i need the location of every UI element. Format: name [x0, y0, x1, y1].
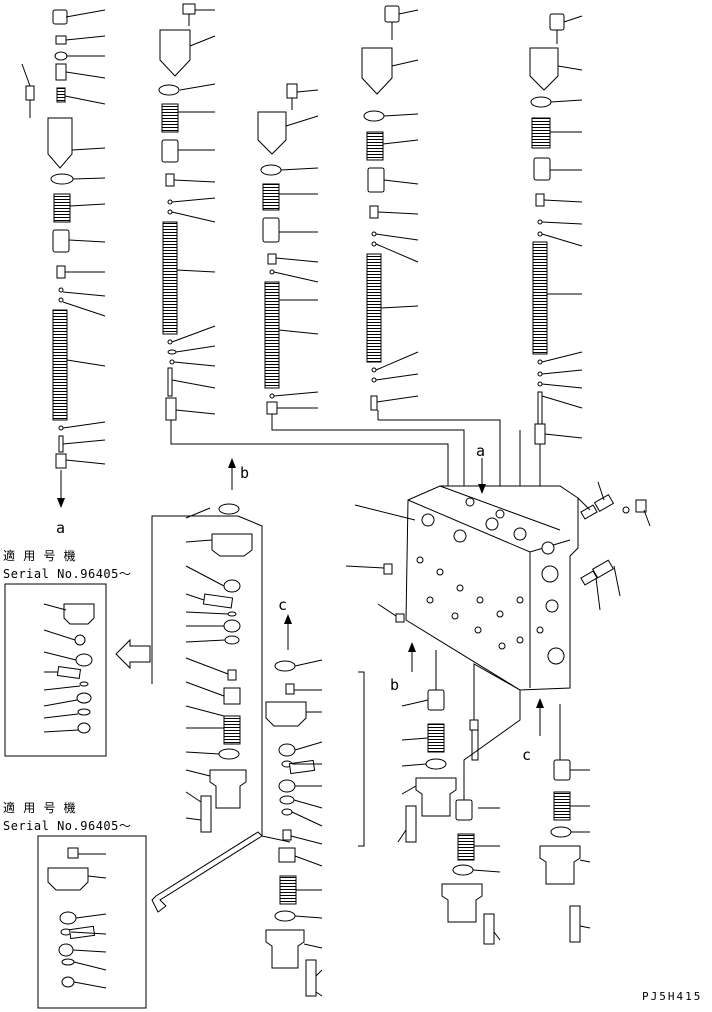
spool-stack-1: [21, 9, 106, 508]
label-texts: a a b b c c 適 用 号 機 Serial No.96405～ 適 用…: [3, 442, 702, 1003]
applicable-serial-1: Serial No.96405～: [3, 567, 131, 581]
callout-c-upper: c: [278, 596, 287, 614]
drawing-code: PJ5H415: [642, 990, 702, 1003]
valve-body: [345, 481, 651, 691]
spool-stack-2: [158, 3, 216, 421]
callout-b-upper: b: [240, 464, 249, 482]
spool-stack-5: [529, 13, 583, 445]
callout-arrows: [115, 458, 544, 913]
callout-a-top: a: [476, 442, 485, 460]
applicable-serial-2: Serial No.96405～: [3, 819, 131, 833]
applicable-box-b: [37, 835, 147, 1009]
applicable-title-1: 適 用 号 機: [3, 548, 76, 563]
c-assembly: [261, 659, 365, 997]
callout-a-box: a: [56, 519, 65, 537]
callout-b-lower: b: [390, 676, 399, 694]
spool-stack-4: [361, 5, 419, 411]
right-lower-assemblies: [397, 650, 591, 945]
applicable-title-2: 適 用 号 機: [3, 800, 76, 815]
callout-c-lower: c: [522, 746, 531, 764]
b-assembly: [151, 503, 263, 836]
spool-stack-3: [257, 83, 319, 415]
applicable-box-a: [4, 583, 107, 757]
